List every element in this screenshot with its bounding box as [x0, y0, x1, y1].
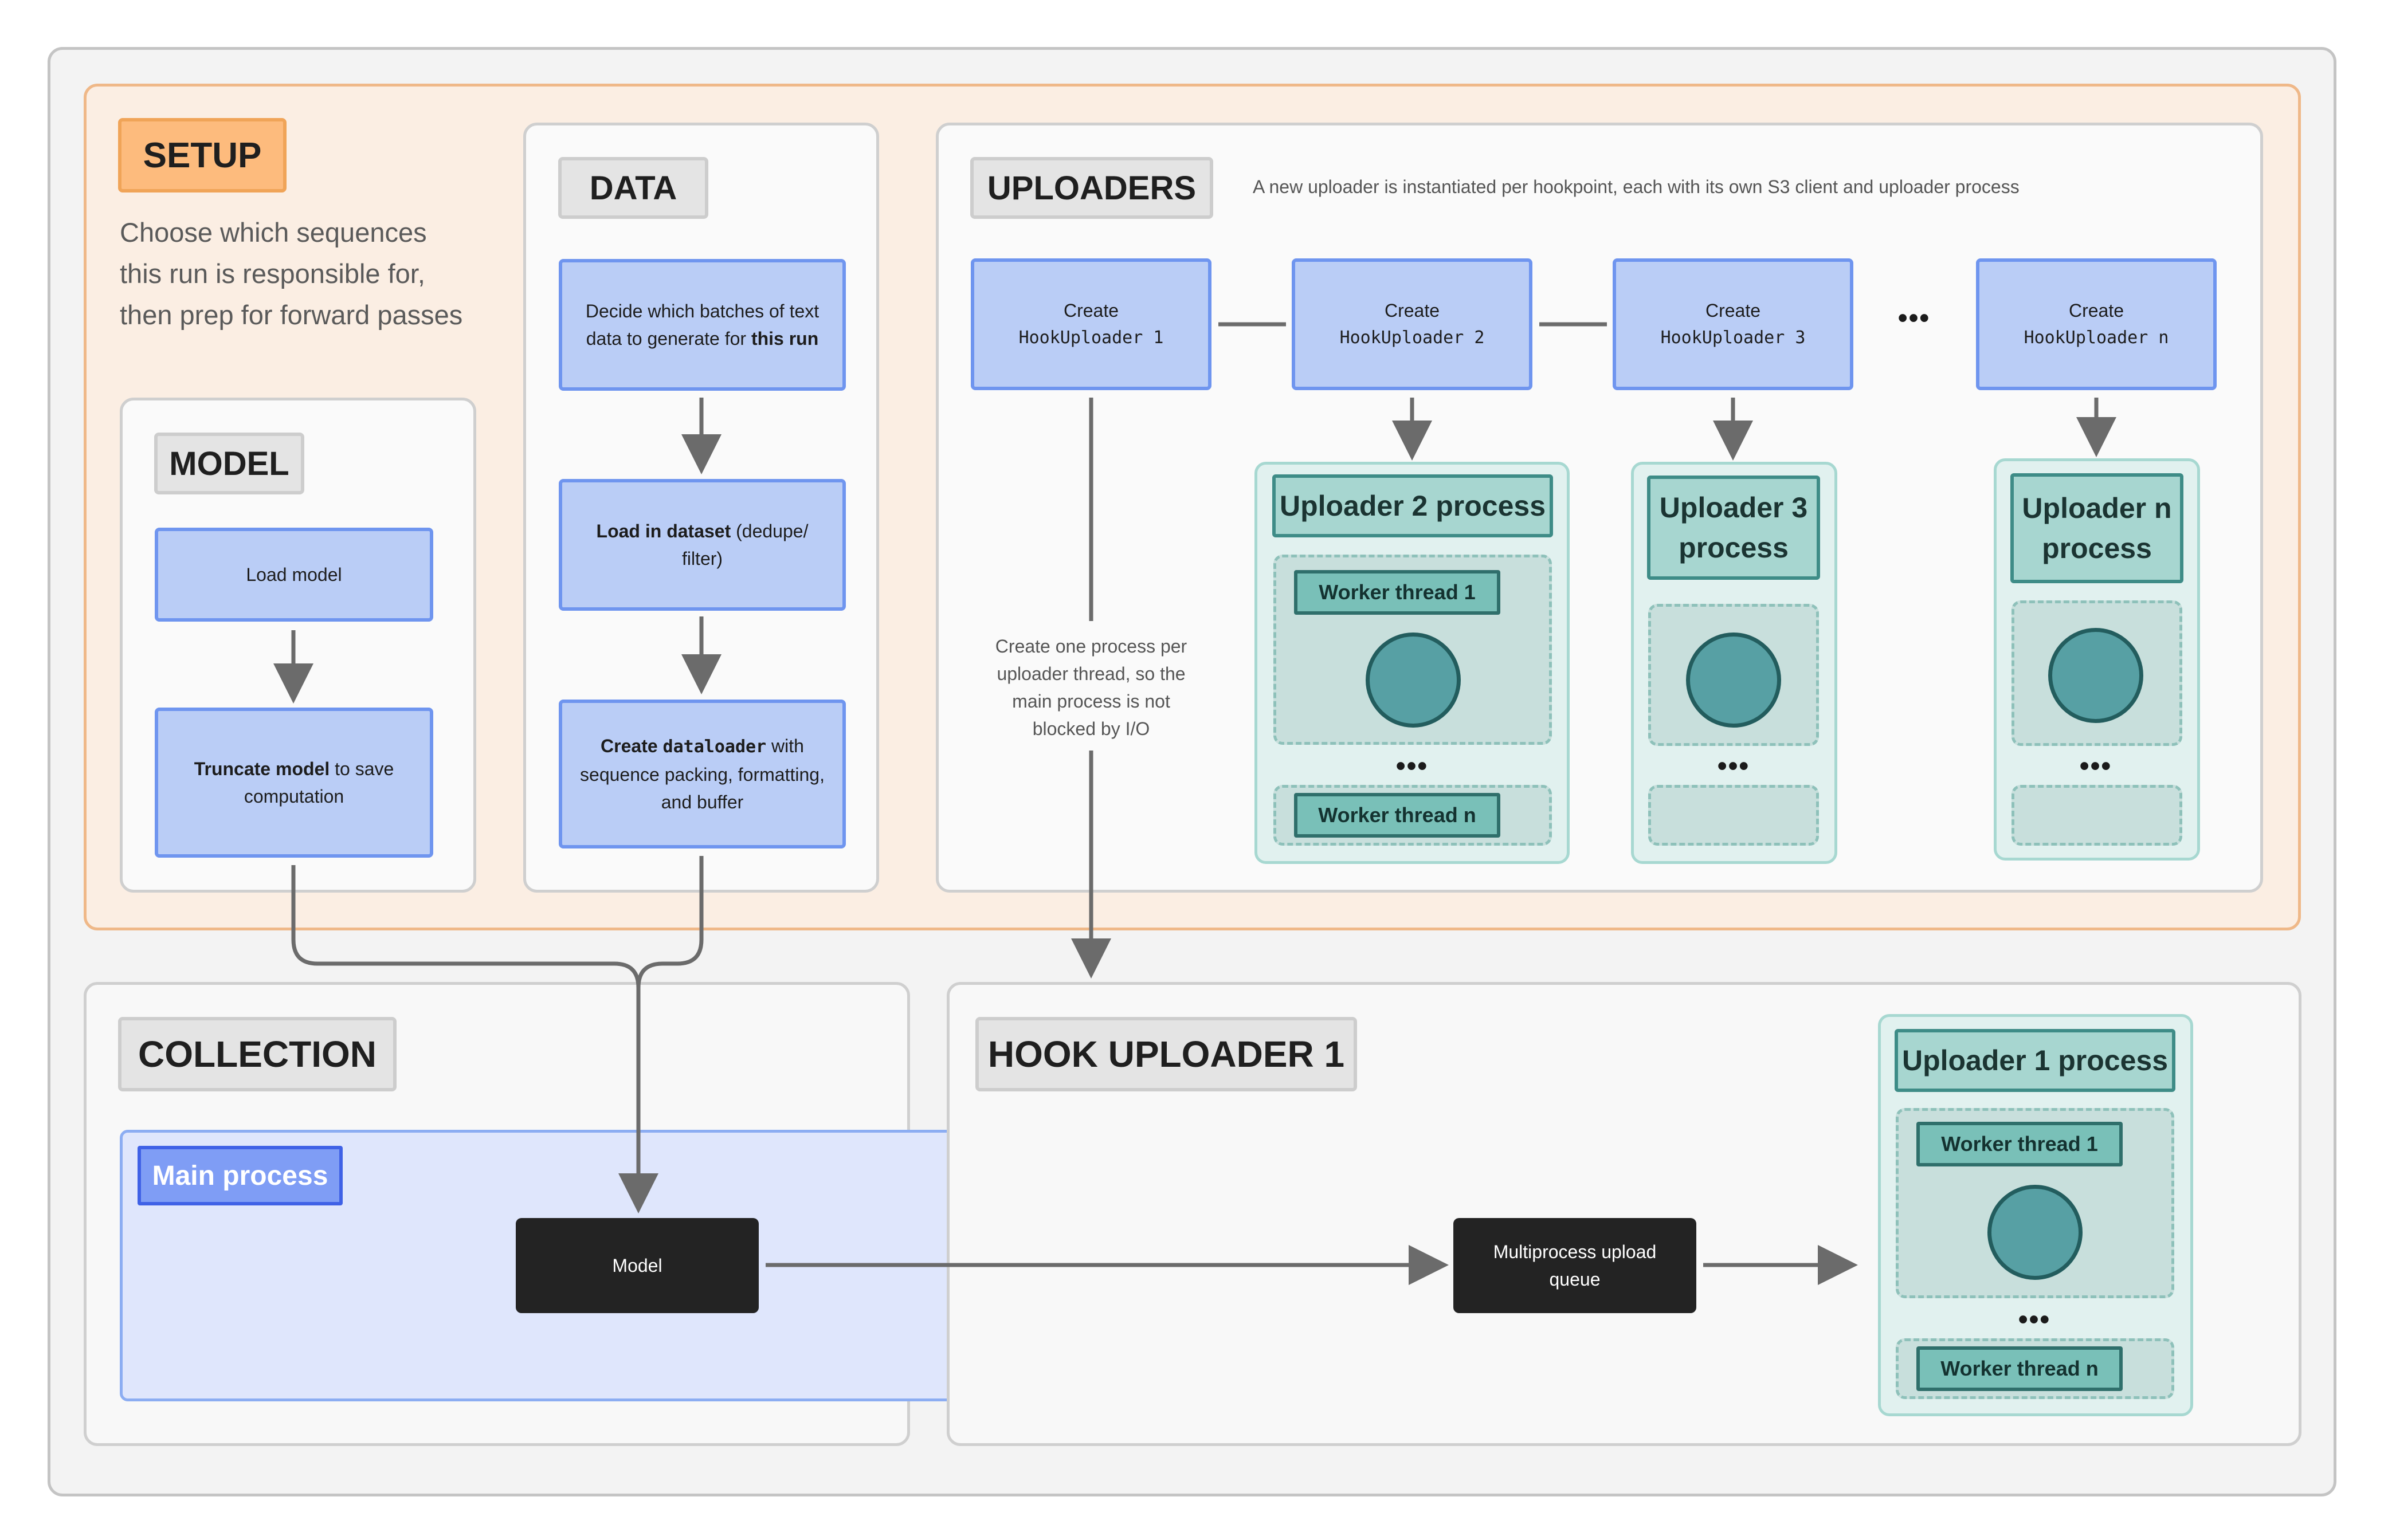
upload-queue-node: Multiprocess upload queue [1453, 1218, 1696, 1313]
create-hookuploader-3: Create HookUploader 3 [1613, 258, 1853, 390]
create-dataloader-step: Create dataloader with sequence packing,… [559, 700, 846, 848]
load-model-label: Load model [246, 564, 342, 585]
decide-batches-label: Decide which batches of text data to gen… [585, 301, 820, 349]
worker-thread-n-label: Worker thread n [1916, 1346, 2123, 1391]
uploader-n-process-title: Uploader n process [2010, 473, 2183, 583]
hookuploader-name: HookUploader 3 [1660, 328, 1806, 348]
connector-truncate-to-model [291, 865, 658, 1213]
worker-n-slot [1648, 785, 1819, 846]
truncate-model-label: Truncate model to save computation [194, 759, 394, 807]
connector-dataloader-to-model [636, 856, 704, 988]
load-model-step: Load model [155, 528, 433, 622]
data-panel-title: DATA [558, 157, 708, 219]
uploaders-panel-title: UPLOADERS [970, 157, 1213, 219]
setup-description: Choose which sequences this run is respo… [120, 217, 463, 330]
model-node: Model [516, 1218, 759, 1313]
workers-ellipsis: ••• [1395, 751, 1429, 781]
hookuploader-name: HookUploader n [2024, 328, 2169, 348]
worker-circle-icon [1987, 1185, 2083, 1280]
create-label: Create [1384, 300, 1440, 321]
worker-thread-1-label: Worker thread 1 [1916, 1122, 2123, 1166]
uploader-1-process-title: Uploader 1 process [1895, 1029, 2175, 1092]
worker-n-slot [2011, 785, 2182, 846]
worker-thread-1-label: Worker thread 1 [1294, 570, 1500, 615]
hookuploader-name: HookUploader 2 [1339, 328, 1485, 348]
upload-queue-label: Multiprocess upload queue [1493, 1242, 1657, 1290]
truncate-model-step: Truncate model to save computation [155, 708, 433, 858]
workers-ellipsis: ••• [2018, 1305, 2051, 1335]
create-label: Create [1705, 300, 1761, 321]
load-dataset-step: Load in dataset (dedupe/ filter) [559, 479, 846, 611]
hook-uploader-1-title: HOOK UPLOADER 1 [975, 1017, 1357, 1091]
create-hookuploader-2: Create HookUploader 2 [1292, 258, 1532, 390]
load-dataset-label: Load in dataset (dedupe/ filter) [596, 521, 809, 569]
workers-ellipsis: ••• [2079, 751, 2112, 781]
worker-thread-n-label: Worker thread n [1294, 793, 1500, 838]
create-label: Create [1063, 300, 1119, 321]
uploader-2-process-title: Uploader 2 process [1272, 474, 1553, 537]
create-hookuploader-n: Create HookUploader n [1976, 258, 2217, 390]
workers-ellipsis: ••• [1717, 751, 1750, 781]
model-panel-title: MODEL [154, 433, 304, 494]
hookuploader-name: HookUploader 1 [1018, 328, 1164, 348]
uploaders-ellipsis: ••• [1897, 303, 1931, 333]
worker-circle-icon [1686, 632, 1781, 728]
process-note: Create one process per uploader thread, … [982, 632, 1200, 742]
uploader-3-process-title: Uploader 3 process [1647, 476, 1820, 580]
worker-circle-icon [1366, 632, 1461, 728]
create-dataloader-label: Create dataloader with sequence packing,… [580, 736, 825, 812]
uploaders-hint: A new uploader is instantiated per hookp… [1253, 176, 2020, 197]
decide-batches-step: Decide which batches of text data to gen… [559, 259, 846, 391]
setup-title: SETUP [118, 118, 287, 192]
collection-title: COLLECTION [118, 1017, 397, 1091]
create-hookuploader-1: Create HookUploader 1 [971, 258, 1211, 390]
create-label: Create [2068, 300, 2124, 321]
model-node-label: Model [612, 1255, 662, 1276]
worker-circle-icon [2048, 628, 2143, 723]
main-process-label: Main process [138, 1146, 343, 1205]
